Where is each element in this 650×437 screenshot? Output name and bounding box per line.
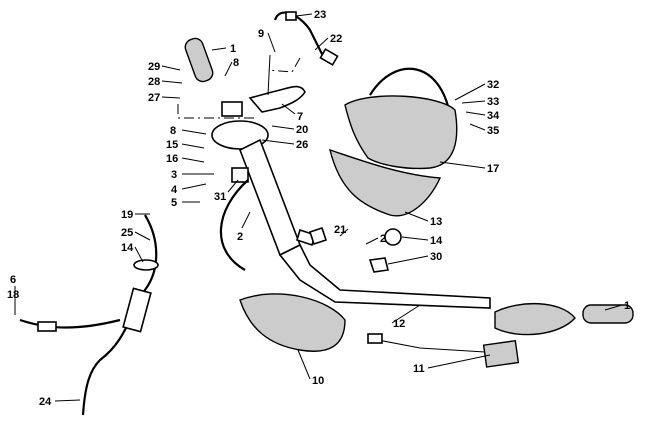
- callout-26: 26: [296, 139, 308, 151]
- callout-10: 10: [312, 375, 324, 387]
- callout-4: 4: [171, 184, 178, 196]
- callout-8: 8: [233, 57, 239, 69]
- callout-20: 20: [296, 124, 308, 136]
- right-grip: [582, 304, 634, 324]
- callout-21: 21: [334, 224, 346, 236]
- left-grip: [184, 37, 214, 83]
- callout-11: 11: [413, 363, 425, 375]
- callout-35: 35: [487, 125, 499, 137]
- callout-9: 9: [258, 28, 264, 40]
- heater-element: [367, 333, 520, 368]
- callout-16: 16: [166, 153, 178, 165]
- throttle-cable: [273, 11, 339, 66]
- callout-28: 28: [148, 76, 160, 88]
- throttle-bracket: [248, 54, 306, 113]
- callout-22: 22: [330, 33, 342, 45]
- callout-14b: 14: [430, 235, 443, 247]
- brake-lever-assembly: [494, 303, 576, 336]
- callout-29: 29: [148, 61, 160, 73]
- callout-32: 32: [487, 79, 499, 91]
- brake-cable-assembly: [19, 179, 402, 416]
- callout-5: 5: [171, 197, 177, 209]
- assembly-line: [177, 104, 258, 119]
- callout-17: 17: [487, 163, 499, 175]
- callout-34: 34: [487, 110, 500, 122]
- windshield-bracket: [329, 148, 442, 217]
- callout-14: 14: [121, 242, 134, 254]
- callout-31: 31: [214, 191, 226, 203]
- handlebar-pad: [344, 95, 458, 170]
- callout-2b: 2: [380, 233, 386, 245]
- steering-post: [211, 101, 302, 257]
- callout-1b: 1: [624, 300, 630, 312]
- callout-25: 25: [121, 227, 133, 239]
- callout-18: 18: [7, 289, 19, 301]
- handlebar-pad-strap: [369, 67, 452, 116]
- leader-lines: [14, 13, 623, 402]
- callout-30: 30: [430, 251, 442, 263]
- callout-23: 23: [314, 9, 326, 21]
- callout-24: 24: [39, 396, 52, 408]
- handlebar-cover: [239, 293, 346, 352]
- callout-1: 1: [230, 43, 236, 55]
- callout-19: 19: [121, 209, 133, 221]
- callout-6: 6: [10, 274, 16, 286]
- callout-15: 15: [166, 139, 178, 151]
- callout-8b: 8: [170, 125, 176, 137]
- callout-7: 7: [297, 111, 303, 123]
- callout-12: 12: [393, 318, 405, 330]
- callout-2: 2: [237, 231, 243, 243]
- assembly-line: [267, 57, 301, 73]
- callout-3: 3: [171, 169, 177, 181]
- callout-27: 27: [148, 92, 160, 104]
- callout-33: 33: [487, 96, 499, 108]
- callout-13: 13: [430, 216, 442, 228]
